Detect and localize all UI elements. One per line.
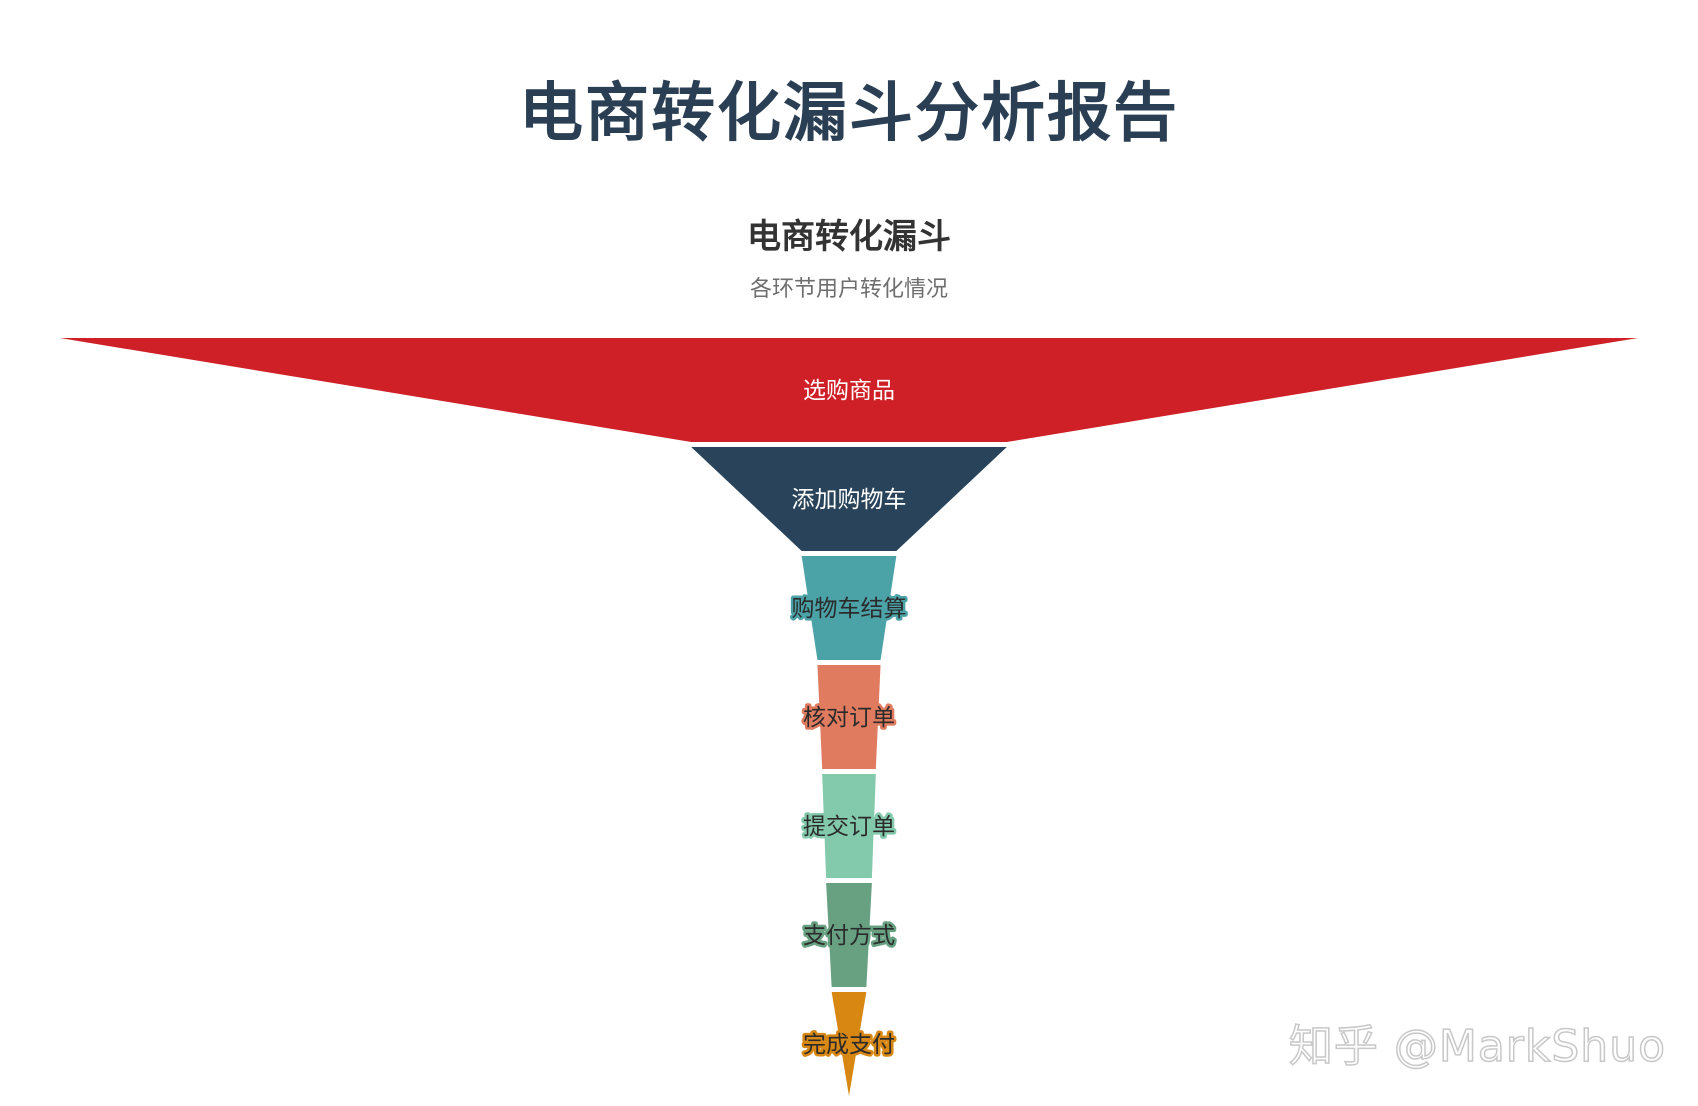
funnel-layer-label: 提交订单 [803,814,895,840]
funnel-layer-label: 添加购物车 [792,487,907,513]
funnel-layer-label: 支付方式 [803,923,895,949]
chart-subtitle: 各环节用户转化情况 [750,277,948,302]
funnel-layer-label: 购物车结算 [792,596,907,622]
funnel-layer [60,338,1638,442]
funnel-layer [822,774,876,878]
funnel-layer [691,447,1007,551]
funnel-layer-label: 完成支付 [803,1032,895,1058]
report-title: 电商转化漏斗分析报告 [519,77,1179,151]
funnel-layer-label: 选购商品 [803,378,895,404]
chart-title: 电商转化漏斗 [747,217,951,257]
watermark: 知乎 @MarkShuo [1288,1020,1666,1073]
funnel-layer-label: 核对订单 [803,705,895,731]
funnel-layer [826,883,872,987]
funnel-layer [817,665,881,769]
funnel-layer [831,992,867,1096]
funnel-layer [801,556,897,660]
